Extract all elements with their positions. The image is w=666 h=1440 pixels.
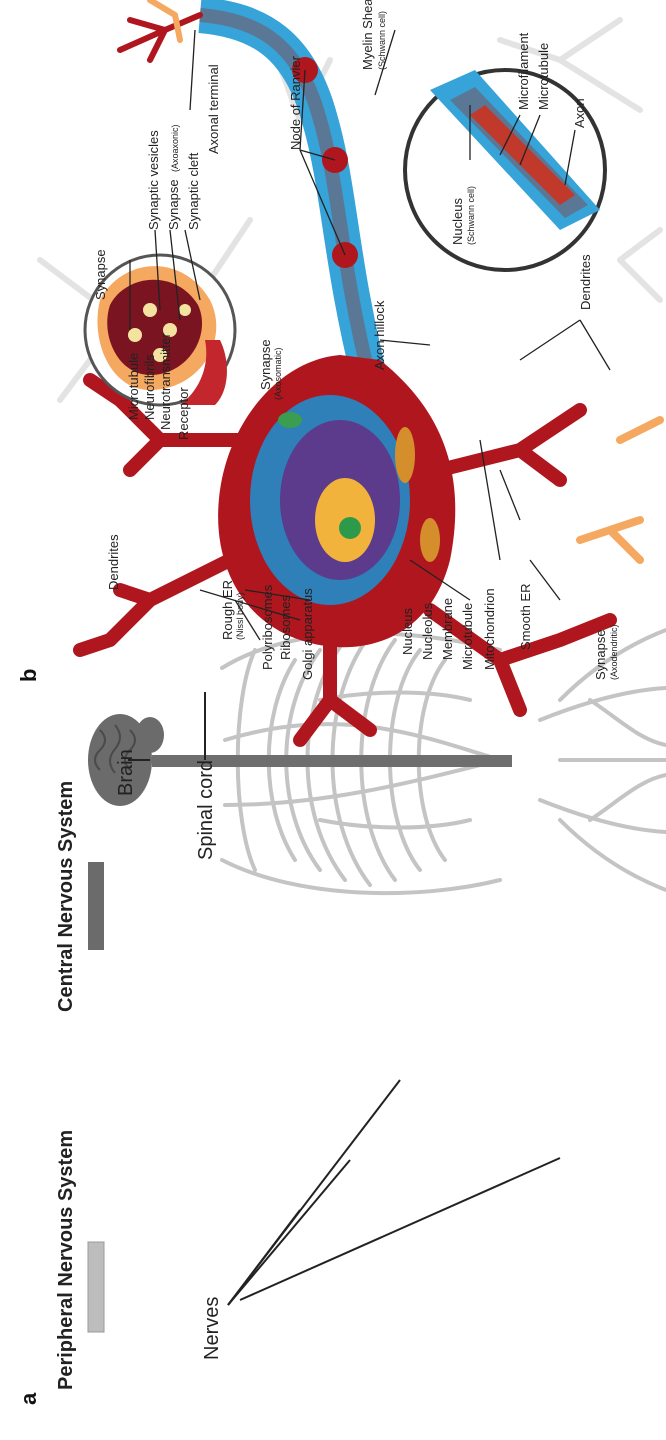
label-synapse-circle: Synapse	[93, 249, 108, 300]
label-synapse-axodendritic: Synapse	[593, 629, 608, 680]
panel-a-leaders	[128, 692, 560, 1305]
panel-a-label: a	[16, 1392, 41, 1405]
label-nucleus: Nucleus	[400, 608, 415, 655]
label-neurotransmitter: Neurotransmitter	[158, 333, 173, 430]
label-nucleolus: Nucleolus	[420, 602, 435, 660]
axon-terminal	[120, 0, 200, 60]
label-membrane: Membrane	[440, 598, 455, 660]
label-golgi-apparatus: Golgi apparatus	[300, 588, 315, 680]
label-axonal-terminal: Axonal terminal	[206, 64, 221, 154]
label-dendrites-top: Dendrites	[106, 534, 121, 590]
label-axon: Axon	[572, 98, 587, 128]
label-dendrites-bottom: Dendrites	[578, 254, 593, 310]
label-myelin-sheath: Myelin Sheath	[360, 0, 375, 70]
label-rough-er: Rough ER	[220, 580, 235, 640]
label-microtubule-top: Microtubule	[126, 353, 141, 420]
panel-b-label: b	[16, 669, 41, 682]
peripheral-legend-label: Peripheral Nervous System	[55, 1130, 77, 1390]
label-receptor: Receptor	[176, 387, 191, 440]
label-synapse-axosomatic: Synapse	[258, 339, 273, 390]
panel-b: b	[16, 0, 660, 740]
label-synapse-axodendritic-sub: (Axodendritic)	[609, 624, 619, 680]
label-nucleus-schwann-sub: (Schwann cell)	[466, 186, 476, 245]
label-synaptic-vesicles: Synaptic vesicles	[146, 130, 161, 230]
label-microtubule-inset: Microtubule	[536, 43, 551, 110]
label-node-of-ranvier: Node of Ranvier	[288, 55, 303, 150]
central-legend-swatch	[88, 862, 104, 950]
label-myelin-sheath-sub: (Schwann cell)	[377, 11, 387, 70]
panel-a: a Peripheral Nervous System Central Nerv…	[16, 630, 666, 1405]
label-rough-er-sub: (Nissl body)	[235, 592, 245, 640]
spinal-cord-label: Spinal cord	[195, 760, 217, 860]
label-neurofibrils: Neurofibrils	[142, 354, 157, 420]
label-polyribosomes: Polyribosomes	[260, 584, 275, 670]
label-microfilament: Microfilament	[516, 32, 531, 110]
label-nucleus-schwann: Nucleus	[450, 198, 465, 245]
label-synapse-axoaxonic: Synapse	[166, 179, 181, 230]
label-synapse-axoaxonic-sub: (Axoaxonic)	[170, 124, 180, 172]
nerves-label: Nerves	[201, 1297, 223, 1360]
label-axon-hillock: Axon hillock	[372, 300, 387, 370]
label-synapse-axosomatic-sub: (Axosomatic)	[273, 347, 283, 400]
peripheral-legend-swatch	[88, 1242, 104, 1332]
label-smooth-er: Smooth ER	[518, 584, 533, 650]
label-microtubule-bottom: Microtubule	[460, 603, 475, 670]
label-mitochondrion: Mitochondrion	[482, 588, 497, 670]
label-ribosomes: Ribosomes	[278, 594, 293, 660]
central-legend-label: Central Nervous System	[55, 781, 77, 1012]
brain-label: Brain	[115, 749, 137, 796]
label-synaptic-cleft: Synaptic cleft	[186, 152, 201, 230]
